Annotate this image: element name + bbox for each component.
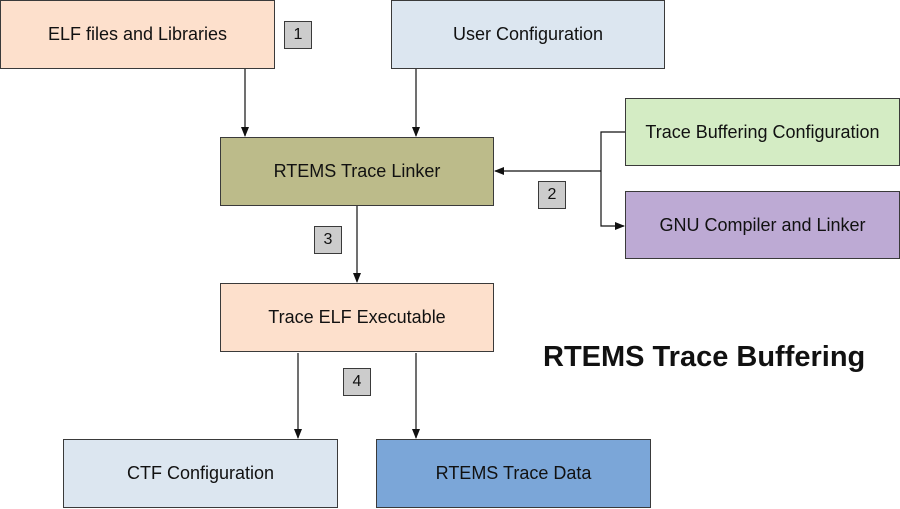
node-elf-files: ELF files and Libraries: [0, 0, 275, 69]
node-trace-elf-executable: Trace ELF Executable: [220, 283, 494, 352]
node-trace-elf-executable-label: Trace ELF Executable: [268, 307, 446, 327]
step-badge-2: 2: [538, 181, 566, 209]
node-trace-linker-label: RTEMS Trace Linker: [273, 161, 441, 181]
node-user-configuration-label: User Configuration: [452, 24, 604, 44]
node-trace-linker: RTEMS Trace Linker: [220, 137, 494, 206]
node-rtems-trace-data: RTEMS Trace Data: [376, 439, 651, 508]
diagram-title: RTEMS Trace Buffering: [543, 341, 866, 373]
node-trace-buffering-configuration-label: Trace Buffering Configuration: [645, 121, 880, 142]
step-badge-4: 4: [343, 368, 371, 396]
node-rtems-trace-data-label: RTEMS Trace Data: [435, 463, 592, 483]
node-ctf-configuration-label: CTF Configuration: [126, 463, 275, 483]
edge-tbconfig-branch: [600, 131, 626, 171]
node-user-configuration: User Configuration: [391, 0, 665, 69]
step-badge-1: 1: [284, 21, 312, 49]
node-gnu-compiler-linker: GNU Compiler and Linker: [625, 191, 900, 259]
node-trace-buffering-configuration: Trace Buffering Configuration: [625, 98, 900, 166]
node-elf-files-label: ELF files and Libraries: [47, 24, 228, 44]
node-ctf-configuration: CTF Configuration: [63, 439, 338, 508]
edge-tbconfig-to-gnu: [600, 171, 625, 230]
step-badge-3: 3: [314, 226, 342, 254]
node-gnu-compiler-linker-label: GNU Compiler and Linker: [659, 214, 866, 235]
